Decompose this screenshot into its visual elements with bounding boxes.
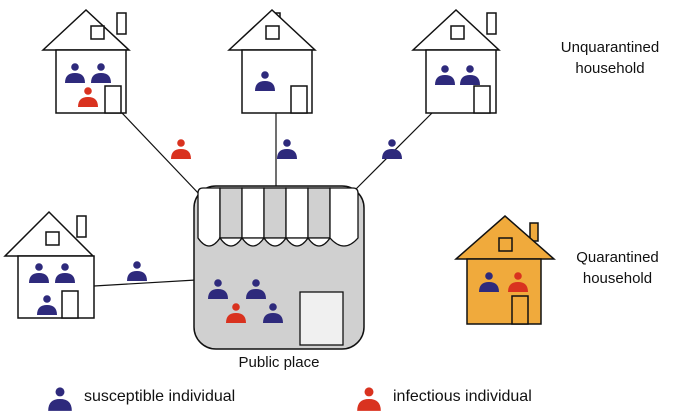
household-top-center: [227, 8, 317, 114]
shop-door: [299, 291, 344, 346]
household-left: [3, 210, 95, 319]
label-unquarantined-line1: Unquarantined: [560, 39, 660, 56]
legend-susceptible-marker: [48, 387, 72, 411]
label-unquarantined: Unquarantined household: [545, 37, 675, 79]
label-unquarantined-line2: household: [575, 60, 645, 77]
household-top-right: [411, 8, 501, 114]
label-public-place: Public place: [238, 354, 320, 371]
label-quarantined: Quarantined household: [560, 247, 675, 289]
awning: [197, 187, 359, 247]
link-house-top-left: [121, 112, 201, 196]
legend-infectious-label: infectious individual: [393, 388, 532, 405]
label-quarantined-line1: Quarantined: [576, 249, 659, 266]
household-quarantined: [454, 215, 556, 325]
label-quarantined-line2: household: [582, 270, 653, 287]
susceptible-person: [382, 139, 402, 159]
public-place: [193, 185, 365, 350]
legend-susceptible-label: susceptible individual: [84, 388, 236, 405]
link-house-left: [93, 279, 197, 287]
legend-infectious-marker: [357, 387, 381, 411]
susceptible-person: [127, 261, 147, 281]
susceptible-person: [277, 139, 297, 159]
infectious-person: [171, 139, 191, 159]
household-top-left: [41, 8, 131, 114]
